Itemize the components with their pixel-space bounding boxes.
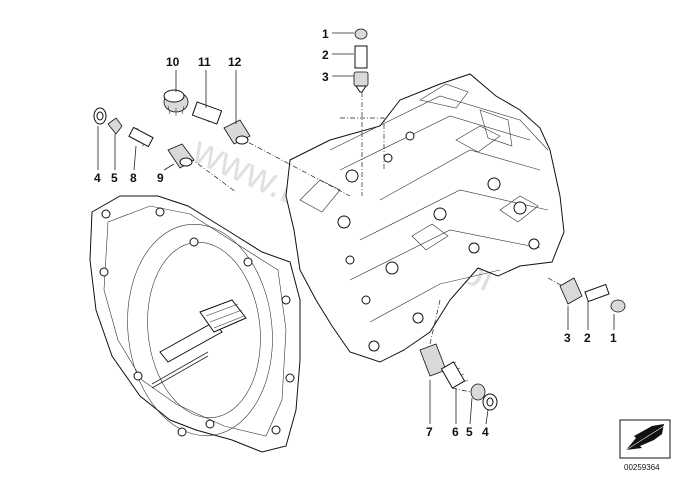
leader-lines: [97, 32, 615, 425]
right-part-pin-3: [559, 277, 583, 305]
left-part-spring-11: [191, 101, 223, 125]
callout-left-12: 12: [228, 55, 242, 69]
callout-top-2: 2: [322, 48, 329, 62]
top-part-spring: [354, 45, 368, 69]
right-part-plug-1: [610, 299, 626, 313]
callout-right-3: 3: [564, 331, 571, 345]
callout-bottom-7: 7: [426, 425, 433, 439]
right-part-spring-2: [584, 283, 610, 303]
callout-right-2: 2: [584, 331, 591, 345]
callout-left-5: 5: [111, 171, 118, 185]
bottom-part-cap-5: [470, 383, 486, 401]
left-part-ring-4: [93, 107, 107, 125]
top-part-pin: [353, 71, 369, 93]
left-part-spring-8: [128, 126, 154, 148]
top-part-plug: [354, 28, 368, 40]
callout-bottom-5: 5: [466, 425, 473, 439]
left-part-plug-10: [163, 89, 189, 116]
bell-housing: [89, 195, 301, 453]
callout-left-8: 8: [130, 171, 137, 185]
callout-left-10: 10: [166, 55, 180, 69]
callout-right-1: 1: [610, 331, 617, 345]
transmission-case: [285, 73, 565, 363]
callout-top-1: 1: [322, 27, 329, 41]
callout-labels: 1 2 3 10 11 12 4 5 8 9 3 2 1 7 6 5 4: [94, 27, 617, 439]
callout-bottom-6: 6: [452, 425, 459, 439]
callout-left-9: 9: [157, 171, 164, 185]
left-part-piston-12: [223, 119, 251, 145]
bottom-part-ring-4: [482, 393, 498, 411]
callout-left-11: 11: [198, 55, 211, 69]
callout-top-3: 3: [322, 70, 329, 84]
reference-arrow-box: 00259364: [619, 419, 671, 472]
left-part-pin-9: [167, 143, 195, 169]
direction-arrow-icon: [626, 424, 664, 450]
left-part-cap-5: [107, 117, 123, 135]
reference-number: 00259364: [624, 463, 660, 472]
callout-bottom-4: 4: [482, 425, 489, 439]
callout-left-4: 4: [94, 171, 101, 185]
bottom-part-pin-7: [419, 343, 447, 377]
bottom-part-spring-6: [440, 361, 469, 389]
